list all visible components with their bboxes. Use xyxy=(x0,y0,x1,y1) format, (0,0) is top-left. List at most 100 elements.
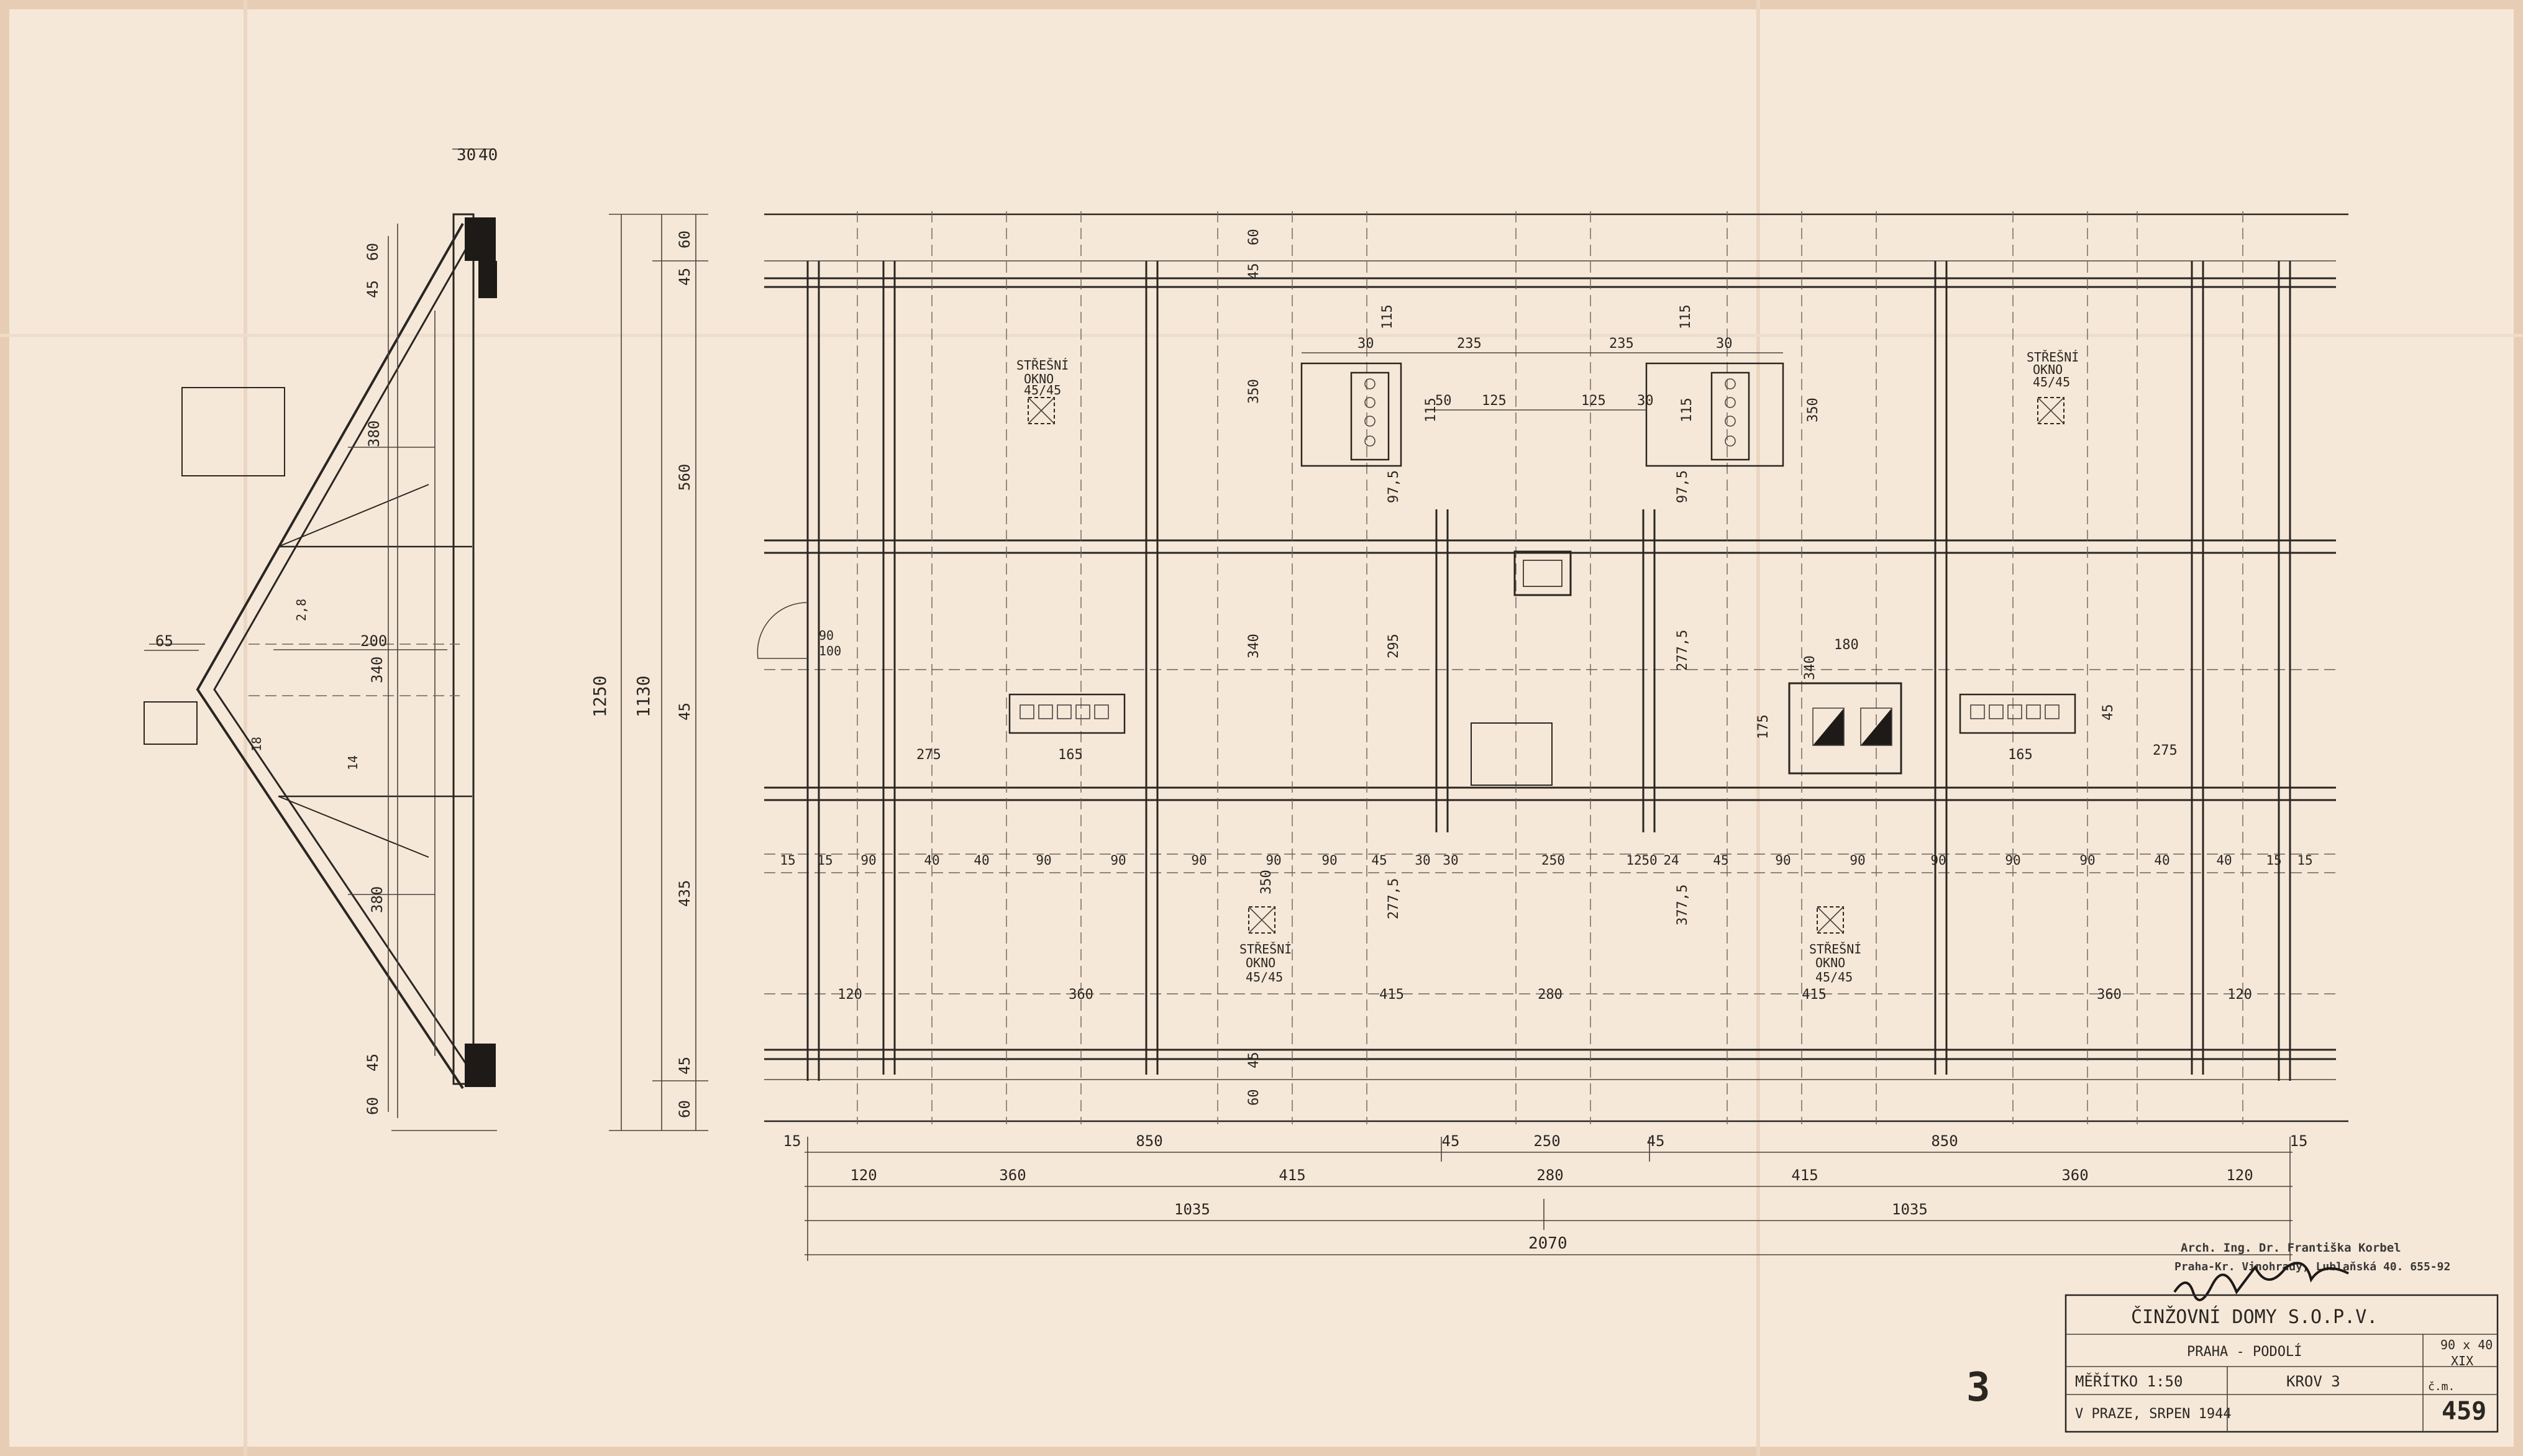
skylight-label: OKNO xyxy=(1815,955,1845,970)
plan-dim-v: 277,5 xyxy=(1386,878,1402,919)
dim-inner-label: 560 xyxy=(676,464,693,491)
skylight-label: 45/45 xyxy=(2033,375,2070,389)
roof-hatch xyxy=(1471,722,1553,786)
dim-row-2-label: 415 xyxy=(1791,1167,1818,1184)
rafter-spacing-label: 90 xyxy=(2005,853,2020,868)
drawing-place-date: V PRAZE, SRPEN 1944 xyxy=(2075,1406,2232,1422)
roof-hatch-inner xyxy=(1523,560,1563,587)
rafter-spacing-label: 90 xyxy=(1110,853,1126,868)
chimney-dim: 125 xyxy=(1482,393,1507,409)
dim-row-2-label: 360 xyxy=(999,1167,1026,1184)
dim-row-2-label: 120 xyxy=(2226,1167,2253,1184)
vent-box xyxy=(1008,693,1126,734)
sheet-size: 90 x 40 xyxy=(2440,1337,2493,1352)
section-dim-inner: 14 xyxy=(345,755,360,770)
plan-dim-v: 377,5 xyxy=(1675,885,1690,926)
roof-rafter-inner xyxy=(213,243,470,1069)
architect-stamp-line-2: Praha-Kr. Vinohrady, Lublaňská 40. 655-9… xyxy=(2174,1260,2450,1273)
skylight-label: STŘEŠNÍ xyxy=(1809,942,1861,957)
chimney-dim: 30 xyxy=(1357,336,1374,352)
span-label: 415 xyxy=(1802,987,1827,1003)
plan-dim-v: 45 xyxy=(1246,1052,1262,1069)
vent-slots xyxy=(1020,704,2060,719)
section-dim: 200 xyxy=(360,632,387,650)
skylight-label: OKNO xyxy=(2033,362,2063,377)
chimney-lower xyxy=(144,701,198,745)
dim-row-1-label: 850 xyxy=(1931,1132,1958,1150)
plan-dim: 180 xyxy=(1834,637,1859,653)
dim-inner-label: 435 xyxy=(676,880,693,907)
rafter-spacing-label: 90 xyxy=(1036,853,1051,868)
plan-dim-v: 45 xyxy=(1246,263,1262,280)
dim-inner-label: 45 xyxy=(676,268,693,286)
chimney-dim-v: 115 xyxy=(1679,398,1695,422)
skylight-top-left: STŘEŠNÍ OKNO 45/45 xyxy=(1016,358,1069,424)
span-label: 120 xyxy=(837,987,862,1003)
sheet-label: č.m. xyxy=(2428,1380,2455,1393)
sheet-number: 459 xyxy=(2442,1397,2486,1426)
section-dim-overhang: 65 xyxy=(155,632,173,650)
plan-dim-v: 277,5 xyxy=(1675,630,1690,671)
rafter-spacing-label: 40 xyxy=(2216,853,2232,868)
chimney-plan xyxy=(1645,362,1784,467)
rafter-spacing-label: 15 xyxy=(2266,853,2281,868)
ventilator-outline xyxy=(1812,708,1845,746)
roof-rafter-top xyxy=(196,223,464,1090)
skylight-label: STŘEŠNÍ xyxy=(2027,350,2079,365)
rafter-spacing-label: 12 xyxy=(1626,853,1641,868)
chimney-dim: 30 xyxy=(1637,393,1654,409)
rafter-spacing-label: 45 xyxy=(1371,853,1387,868)
project-title: ČINŽOVNÍ DOMY S.O.P.V. xyxy=(2131,1305,2378,1328)
skylight-label: OKNO xyxy=(1246,955,1275,970)
section-dim: 45 xyxy=(364,280,381,298)
section-dim: 340 xyxy=(368,657,386,683)
section-dim: 45 xyxy=(364,1053,381,1072)
vertical-dimension-chains: 1250 1130 60 45 560 45 435 45 60 xyxy=(590,214,708,1131)
roman-code: XIX xyxy=(2451,1354,2473,1368)
section-dim: 380 xyxy=(365,421,383,447)
dim-row-1-label: 15 xyxy=(2290,1132,2308,1150)
dim-row-2-label: 120 xyxy=(850,1167,877,1184)
skylight-bottom-right: STŘEŠNÍ OKNO 45/45 xyxy=(1809,906,1861,985)
rafter-spacing-label: 90 xyxy=(1266,853,1281,868)
ventilator-triangle xyxy=(1861,708,1892,745)
rafter-spacing-label: 40 xyxy=(2154,853,2169,868)
plan-dim-v: 340 xyxy=(1802,655,1818,680)
ventilator-outline xyxy=(1860,708,1892,746)
roof-hatch xyxy=(1513,550,1572,596)
section-dim-inner: 18 xyxy=(249,737,264,752)
section-dim-top: 30 xyxy=(457,146,476,165)
bottom-beam xyxy=(465,1044,496,1087)
sheet-mark: 3 xyxy=(1966,1365,1991,1411)
rafter-spacing-label: 90 xyxy=(1930,853,1946,868)
chimney-dim-v: 115 xyxy=(1678,304,1694,329)
dim-row-4-label: 2070 xyxy=(1528,1234,1567,1253)
span-label: 280 xyxy=(1538,987,1563,1003)
dim-inner-label: 60 xyxy=(676,1100,693,1118)
section-dim-top: 40 xyxy=(478,146,498,165)
skylight-bottom-left: STŘEŠNÍ OKNO 45/45 xyxy=(1239,906,1292,985)
ventilator-triangle xyxy=(1813,708,1844,745)
span-label: 415 xyxy=(1379,987,1404,1003)
dim-row-2-label: 415 xyxy=(1279,1167,1305,1184)
architect-stamp-line-1: Arch. Ing. Dr. Františka Korbel xyxy=(2181,1241,2401,1255)
plan-dim-v: 340 xyxy=(1246,634,1262,658)
dim-row-1-label: 45 xyxy=(1647,1132,1665,1150)
chimney-dim: 125 xyxy=(1581,393,1606,409)
skylight-label: 45/45 xyxy=(1024,383,1061,398)
section-dim: 60 xyxy=(364,243,381,261)
stair-dim: 100 xyxy=(819,644,841,658)
vent-box xyxy=(1959,693,2076,734)
rafter-spacing-label: 40 xyxy=(974,853,989,868)
skylight-label: STŘEŠNÍ xyxy=(1239,942,1292,957)
plan-dim-v: 45 xyxy=(2101,704,2116,721)
dim-row-3-label: 1035 xyxy=(1174,1201,1210,1218)
skylight-label: 45/45 xyxy=(1815,970,1853,985)
skylight-label: OKNO xyxy=(1024,371,1054,386)
rafter-spacing-label: 30 xyxy=(1415,853,1430,868)
rafter-spacing-label: 90 xyxy=(2079,853,2095,868)
